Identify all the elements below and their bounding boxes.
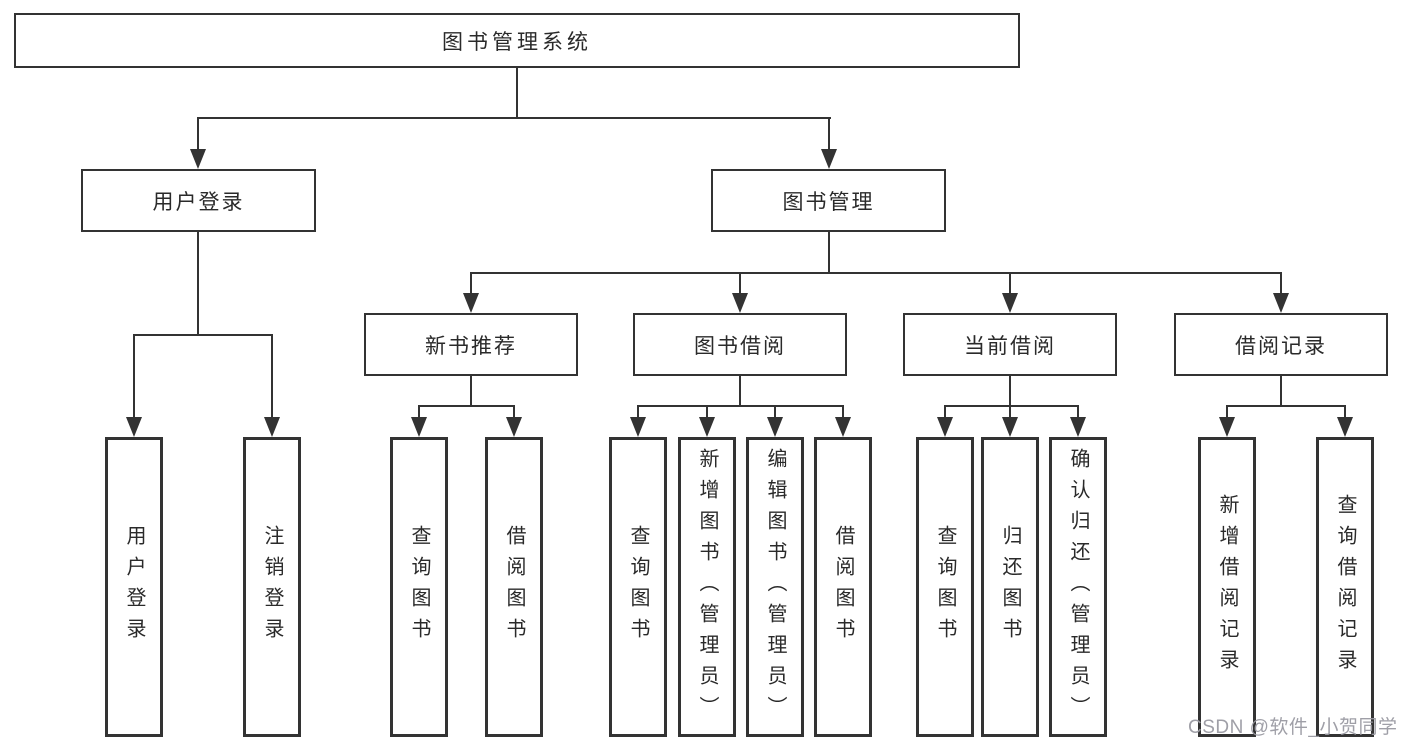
node-label: 归还图书	[999, 525, 1021, 649]
connector-stem	[637, 405, 639, 419]
node-new-book-recommend: 新书推荐	[364, 313, 578, 376]
connector-stem	[739, 272, 741, 296]
node-label: 图书借阅	[694, 334, 786, 358]
arrow-down-icon	[1002, 293, 1018, 313]
connector-stem	[1280, 272, 1282, 296]
node-leaf-query-books-1: 查询图书	[390, 437, 448, 737]
node-leaf-logout: 注销登录	[243, 437, 301, 737]
node-leaf-query-borrow-record: 查询借阅记录	[1316, 437, 1374, 737]
connector-stem	[1077, 405, 1079, 419]
connector-rail	[1226, 405, 1346, 407]
node-label: 图书管理	[782, 190, 875, 214]
arrow-down-icon	[835, 417, 851, 437]
connector-stem	[1344, 405, 1346, 419]
arrow-down-icon	[1337, 417, 1353, 437]
node-root-label: 图书管理系统	[442, 30, 592, 54]
node-label: 确认归还（管理员）	[1067, 447, 1089, 727]
node-root: 图书管理系统	[14, 13, 1020, 68]
connector-stem	[470, 376, 472, 407]
connector-rail	[418, 405, 515, 407]
connector-stem	[774, 405, 776, 419]
node-label: 借阅记录	[1235, 334, 1327, 358]
connector-rail	[133, 334, 273, 336]
node-label: 用户登录	[123, 525, 145, 649]
connector-rail	[944, 405, 1079, 407]
node-label: 查询图书	[627, 525, 649, 649]
connector-stem	[1280, 376, 1282, 407]
connector-stem	[133, 334, 135, 419]
connector-stem	[828, 117, 830, 152]
arrow-down-icon	[937, 417, 953, 437]
arrow-down-icon	[190, 149, 206, 169]
connector-stem	[271, 334, 273, 419]
connector-level2-rail	[197, 117, 831, 119]
node-user-login: 用户登录	[81, 169, 316, 232]
connector-stem	[470, 272, 472, 296]
csdn-watermark: CSDN @软件_小贺同学	[1188, 717, 1398, 738]
arrow-down-icon	[1273, 293, 1289, 313]
node-leaf-borrow-books-1: 借阅图书	[485, 437, 543, 737]
connector-stem	[842, 405, 844, 419]
arrow-down-icon	[463, 293, 479, 313]
connector-stem	[1009, 376, 1011, 407]
node-label: 查询图书	[408, 525, 430, 649]
node-leaf-user-login: 用户登录	[105, 437, 163, 737]
node-leaf-query-books-2: 查询图书	[609, 437, 667, 737]
arrow-down-icon	[506, 417, 522, 437]
connector-stem	[944, 405, 946, 419]
node-label: 编辑图书（管理员）	[764, 447, 786, 727]
arrow-down-icon	[1219, 417, 1235, 437]
node-label: 新书推荐	[425, 334, 517, 358]
node-book-management: 图书管理	[711, 169, 946, 232]
connector-stem	[418, 405, 420, 419]
arrow-down-icon	[126, 417, 142, 437]
node-label: 借阅图书	[832, 525, 854, 649]
arrow-down-icon	[732, 293, 748, 313]
connector-stem	[1009, 405, 1011, 419]
connector-root-stem	[516, 68, 518, 119]
node-current-borrow: 当前借阅	[903, 313, 1117, 376]
node-leaf-borrow-books-2: 借阅图书	[814, 437, 872, 737]
node-leaf-query-books-3: 查询图书	[916, 437, 974, 737]
node-label: 新增图书（管理员）	[696, 447, 718, 727]
arrow-down-icon	[411, 417, 427, 437]
node-borrow-records: 借阅记录	[1174, 313, 1388, 376]
arrow-down-icon	[1070, 417, 1086, 437]
arrow-down-icon	[264, 417, 280, 437]
node-leaf-add-books-admin: 新增图书（管理员）	[678, 437, 736, 737]
connector-stem	[706, 405, 708, 419]
connector-stem	[1009, 272, 1011, 296]
connector-rail	[637, 405, 844, 407]
connector-stem	[513, 405, 515, 419]
node-label: 当前借阅	[964, 334, 1056, 358]
node-label: 借阅图书	[503, 525, 525, 649]
node-label: 查询图书	[934, 525, 956, 649]
node-label: 注销登录	[261, 525, 283, 649]
node-label: 新增借阅记录	[1216, 494, 1238, 680]
arrow-down-icon	[1002, 417, 1018, 437]
connector-stem	[739, 376, 741, 407]
connector-stem	[197, 232, 199, 336]
connector-level3-rail	[470, 272, 1282, 274]
connector-stem	[1226, 405, 1228, 419]
connector-stem	[828, 232, 830, 274]
node-leaf-add-borrow-record: 新增借阅记录	[1198, 437, 1256, 737]
node-leaf-edit-books-admin: 编辑图书（管理员）	[746, 437, 804, 737]
node-book-borrow: 图书借阅	[633, 313, 847, 376]
arrow-down-icon	[630, 417, 646, 437]
arrow-down-icon	[699, 417, 715, 437]
arrow-down-icon	[767, 417, 783, 437]
node-leaf-confirm-return-admin: 确认归还（管理员）	[1049, 437, 1107, 737]
node-label: 用户登录	[152, 190, 245, 214]
node-leaf-return-books: 归还图书	[981, 437, 1039, 737]
node-label: 查询借阅记录	[1334, 494, 1356, 680]
connector-stem	[197, 117, 199, 152]
arrow-down-icon	[821, 149, 837, 169]
